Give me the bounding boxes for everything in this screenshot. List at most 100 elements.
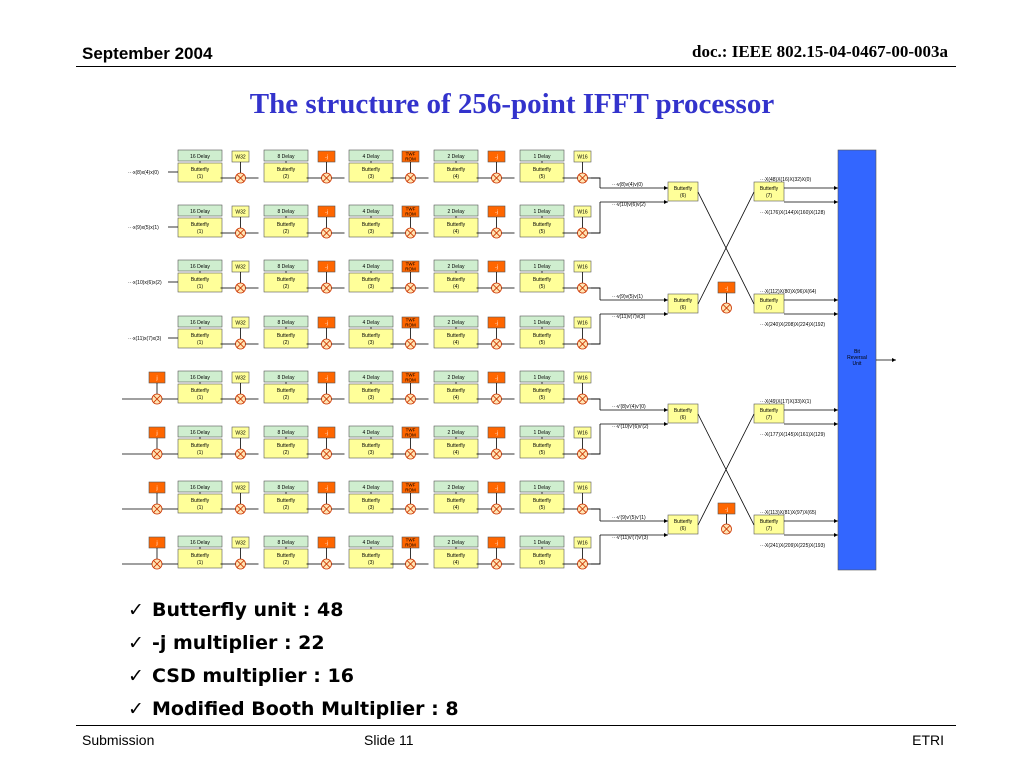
butterfly-stage-label: (6): [680, 193, 686, 199]
butterfly-stage-label: (4): [453, 560, 459, 566]
butterfly-label: Butterfly: [277, 167, 296, 173]
mid-label: ···v(11)v(7)v(3): [612, 314, 646, 320]
butterfly-label: Butterfly: [760, 298, 779, 304]
checkmark-icon: ✓: [128, 698, 144, 720]
delay-label: 16 Delay: [190, 375, 210, 381]
butterfly-box: [667, 403, 699, 424]
butterfly-box: [433, 438, 479, 459]
butterfly-label: Butterfly: [447, 388, 466, 394]
multiplier-cross-icon: [406, 229, 415, 237]
coefficient-label: W16: [577, 376, 588, 382]
coefficient-label: -j: [325, 376, 328, 382]
header-date: September 2004: [82, 44, 213, 63]
delay-label: 2 Delay: [448, 375, 465, 381]
delay-label: 8 Delay: [278, 485, 295, 491]
multiplier-cross-icon: [578, 450, 587, 458]
butterfly-label: Butterfly: [533, 388, 552, 394]
coefficient-label: W32: [235, 210, 246, 216]
butterfly-box: [177, 383, 223, 404]
delay-label: 2 Delay: [448, 540, 465, 546]
butterfly-box: [177, 217, 223, 238]
butterfly-stage-label: (2): [283, 395, 289, 401]
coefficient-label: W16: [577, 210, 588, 216]
butterfly-label: Butterfly: [533, 333, 552, 339]
butterfly-box: [263, 217, 309, 238]
bullet-list: ✓Butterfly unit : 48 ✓-j multiplier : 22…: [128, 594, 459, 726]
butterfly-box: [177, 162, 223, 183]
butterfly-box: [348, 493, 394, 514]
input-label: ···x(11)x(7)x(3): [128, 336, 162, 342]
coefficient-label: -j: [325, 155, 328, 161]
butterfly-box: [348, 217, 394, 238]
rom-label: ROM: [405, 488, 416, 493]
bit-reversal-label: Unit: [853, 361, 863, 367]
delay-label: 2 Delay: [448, 209, 465, 215]
multiplier-cross-icon: [406, 284, 415, 292]
butterfly-stage-label: (5): [539, 395, 545, 401]
twf-label: TWF: [406, 152, 416, 157]
butterfly-label: Butterfly: [447, 277, 466, 283]
multiplier-cross-icon: [236, 560, 245, 568]
delay-label: 2 Delay: [448, 320, 465, 326]
butterfly-stage-label: (6): [680, 526, 686, 532]
coefficient-label: W32: [235, 265, 246, 271]
mid-label: ···v(9)v(5)v(1): [612, 294, 643, 300]
multiplier-cross-icon: [578, 560, 587, 568]
butterfly-label: Butterfly: [447, 498, 466, 504]
delay-label: 4 Delay: [363, 320, 380, 326]
butterfly-box: [667, 181, 699, 202]
butterfly-label: Butterfly: [447, 333, 466, 339]
butterfly-stage-label: (3): [368, 174, 374, 180]
butterfly-box: [263, 438, 309, 459]
multiplier-cross-icon: [578, 505, 587, 513]
butterfly-box: [753, 403, 785, 424]
output-label: ···X(176)X(144)X(160)X(128): [760, 210, 825, 216]
mid-label: ···v(10)v(6)v(2): [612, 202, 646, 208]
butterfly-stage-label: (5): [539, 340, 545, 346]
twf-label: TWF: [406, 538, 416, 543]
butterfly-label: Butterfly: [674, 186, 693, 192]
delay-label: 2 Delay: [448, 264, 465, 270]
multiplier-cross-icon: [492, 284, 501, 292]
delay-label: 2 Delay: [448, 154, 465, 160]
multiplier-cross-icon: [406, 340, 415, 348]
butterfly-box: [519, 162, 565, 183]
butterfly-box: [263, 162, 309, 183]
multiplier-cross-icon: [492, 450, 501, 458]
coefficient-label: W16: [577, 486, 588, 492]
coefficient-label: -j: [495, 486, 498, 492]
butterfly-stage-label: (4): [453, 395, 459, 401]
butterfly-box: [433, 217, 479, 238]
butterfly-box: [519, 548, 565, 569]
twf-label: TWF: [406, 318, 416, 323]
multiplier-cross-icon: [236, 174, 245, 182]
butterfly-box: [263, 328, 309, 349]
butterfly-box: [433, 548, 479, 569]
butterfly-stage-label: (4): [453, 284, 459, 290]
butterfly-box: [433, 383, 479, 404]
butterfly-box: [348, 272, 394, 293]
coefficient-label: -j: [495, 431, 498, 437]
arrow-head-icon: [664, 422, 668, 426]
butterfly-stage-label: (5): [539, 450, 545, 456]
delay-label: 16 Delay: [190, 320, 210, 326]
delay-label: 1 Delay: [534, 320, 551, 326]
twf-label: TWF: [406, 428, 416, 433]
multiplier-cross-icon: [153, 450, 161, 458]
butterfly-stage-label: (1): [197, 174, 203, 180]
multiplier-cross-icon: [578, 284, 587, 292]
butterfly-stage-label: (3): [368, 340, 374, 346]
butterfly-stage-label: (5): [539, 174, 545, 180]
multiplier-cross-icon: [406, 560, 415, 568]
multiplier-cross-icon: [578, 174, 587, 182]
coefficient-label: W32: [235, 321, 246, 327]
delay-label: 1 Delay: [534, 430, 551, 436]
output-label: ···X(112)X(80)X(96)X(64): [760, 289, 817, 295]
butterfly-box: [433, 328, 479, 349]
butterfly-box: [263, 383, 309, 404]
butterfly-label: Butterfly: [674, 519, 693, 525]
multiplier-cross-icon: [322, 505, 331, 513]
butterfly-label: Butterfly: [447, 553, 466, 559]
multiplier-cross-icon: [236, 340, 245, 348]
butterfly-stage-label: (4): [453, 505, 459, 511]
